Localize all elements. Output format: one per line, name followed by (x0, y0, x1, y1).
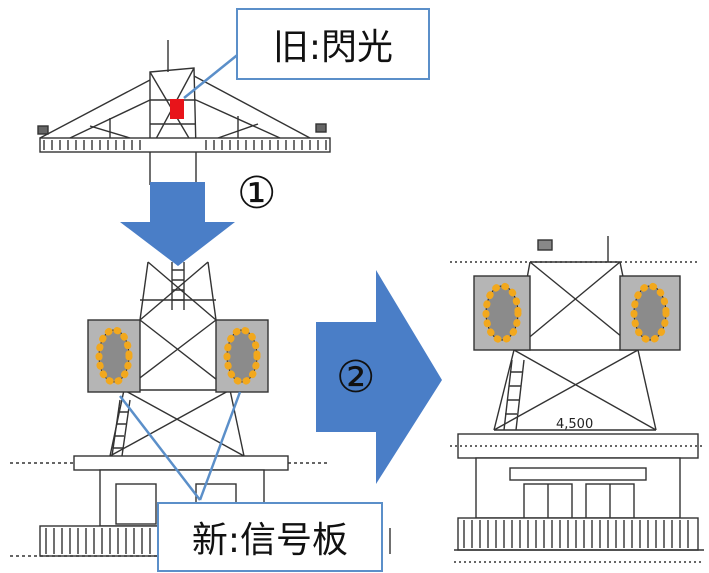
old-flashing-light (170, 99, 184, 119)
callout-lines-new (119, 391, 242, 501)
signal-board-right-b (619, 275, 681, 351)
dimension-label: 4,500 (556, 417, 593, 432)
down-arrow-icon (120, 182, 235, 266)
old-tower (37, 40, 331, 185)
signal-board-left-b (215, 319, 269, 393)
old-flashing-light-label: 旧:閃光 (236, 8, 430, 80)
callout-line-old (183, 47, 247, 99)
signal-board-right-a (473, 275, 531, 351)
signal-board-left-a (87, 319, 141, 393)
right-arrow-icon (316, 270, 442, 484)
step-2-marker: ② (336, 352, 376, 403)
new-signal-board-label: 新:信号板 (157, 502, 383, 572)
new-tower-right (450, 236, 704, 563)
step-1-marker: ① (237, 168, 277, 219)
